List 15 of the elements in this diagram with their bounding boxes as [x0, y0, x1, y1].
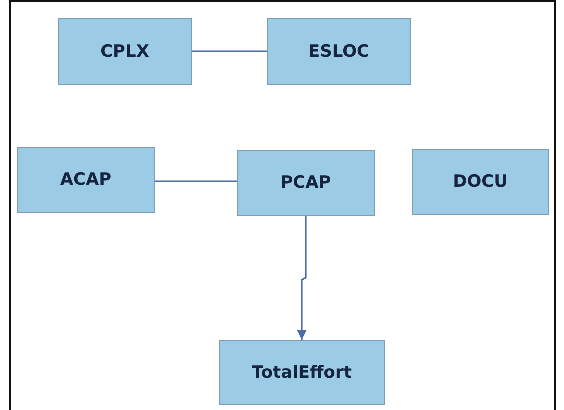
node-box — [219, 340, 385, 405]
arrow — [297, 216, 307, 340]
node-label: TotalEffort — [252, 362, 352, 382]
node-box — [237, 150, 375, 216]
node-box — [267, 18, 411, 85]
node-box — [58, 18, 192, 85]
node-label: DOCU — [453, 172, 508, 192]
node-box — [412, 149, 549, 215]
node-label: ESLOC — [308, 42, 370, 62]
node-label: ACAP — [60, 170, 112, 190]
node-label: PCAP — [280, 173, 332, 193]
node-label: CPLX — [100, 42, 150, 62]
connector-line — [155, 180, 237, 182]
connector-line — [192, 50, 267, 52]
node-box — [17, 147, 155, 213]
